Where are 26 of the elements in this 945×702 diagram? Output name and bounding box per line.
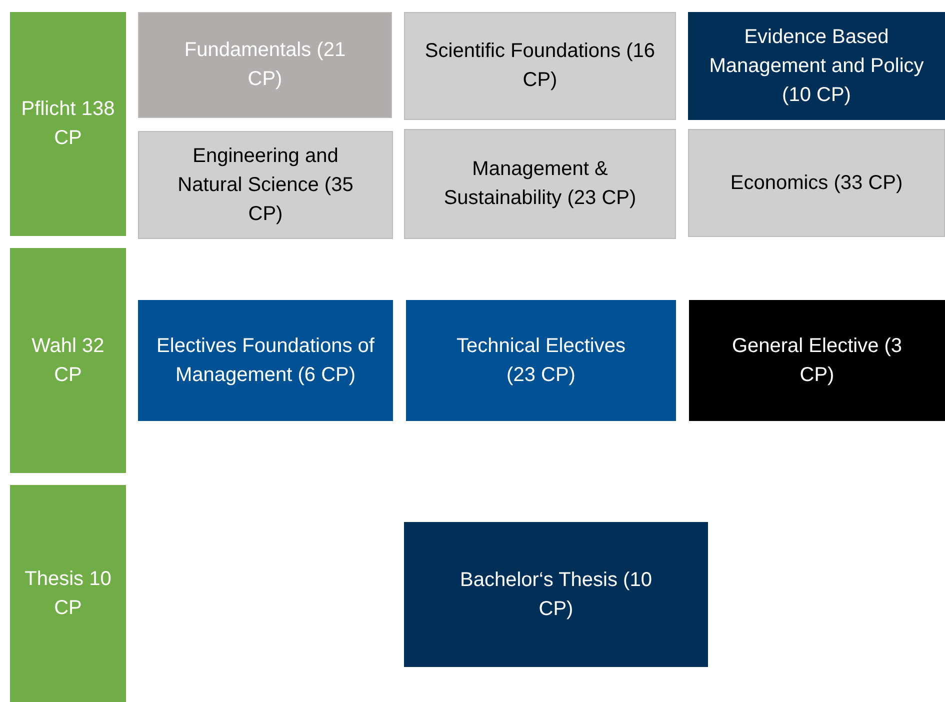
module-label: Bachelor‘s Thesis (10 CP) <box>459 568 653 622</box>
module-box <box>404 129 676 239</box>
module-box <box>688 129 945 237</box>
module-box <box>404 522 708 667</box>
module-box <box>138 12 392 118</box>
module-label: Management & Sustainability (23 CP) <box>442 157 638 211</box>
module-box <box>689 300 945 421</box>
category-band <box>10 248 126 473</box>
module-label: Engineering and Natural Science (35 CP) <box>176 144 354 226</box>
category-label: Thesis 10 CP <box>24 566 112 620</box>
module-label: Scientific Foundations (16 CP) <box>424 39 656 93</box>
category-label: Wahl 32 CP <box>30 334 106 388</box>
module-box <box>406 300 676 421</box>
module-label: Technical Electives (23 CP) <box>456 334 626 388</box>
category-band <box>10 485 126 702</box>
module-box <box>404 12 676 120</box>
module-box <box>138 131 393 239</box>
category-band <box>10 12 126 236</box>
module-box <box>688 12 945 120</box>
module-label: Fundamentals (21 CP) <box>183 38 347 92</box>
module-label: Evidence Based Management and Policy (10 CP) <box>708 24 925 108</box>
category-label: Pflicht 138 CP <box>20 97 116 151</box>
module-label: General Elective (3 CP) <box>730 334 904 388</box>
module-box <box>138 300 393 421</box>
module-label: Electives Foundations of Management (6 CP) <box>156 334 376 388</box>
module-label: Economics (33 CP) <box>729 170 904 196</box>
